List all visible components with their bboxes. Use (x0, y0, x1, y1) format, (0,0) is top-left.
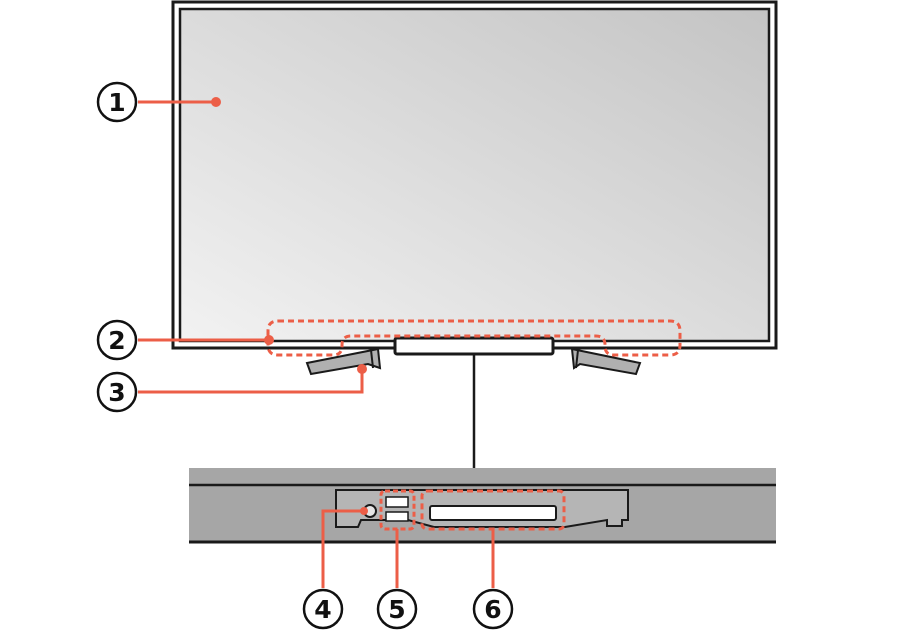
svg-text:5: 5 (388, 595, 405, 624)
stand-foot-left (305, 347, 382, 376)
svg-text:4: 4 (314, 595, 331, 624)
leader-3 (138, 364, 367, 394)
callout-1: 1 (96, 81, 138, 123)
small-indicator (385, 496, 409, 522)
callout-4: 4 (302, 588, 344, 630)
callout-3: 3 (96, 371, 138, 413)
highlight-bottom-bezel (266, 319, 682, 357)
svg-text:6: 6 (484, 595, 501, 624)
svg-text:3: 3 (108, 378, 125, 407)
callout-5: 5 (376, 588, 418, 630)
svg-text:1: 1 (108, 88, 125, 117)
svg-text:2: 2 (108, 326, 125, 355)
leader-4 (321, 507, 368, 588)
highlight-indicator (379, 489, 416, 531)
callout-2: 2 (96, 319, 138, 361)
leader-2 (138, 335, 274, 345)
long-slot (429, 505, 557, 521)
callout-6: 6 (472, 588, 514, 630)
leader-1 (138, 97, 221, 107)
stand-foot-right (570, 347, 642, 376)
tv-screen (178, 7, 771, 343)
center-bottom-module (393, 336, 555, 356)
